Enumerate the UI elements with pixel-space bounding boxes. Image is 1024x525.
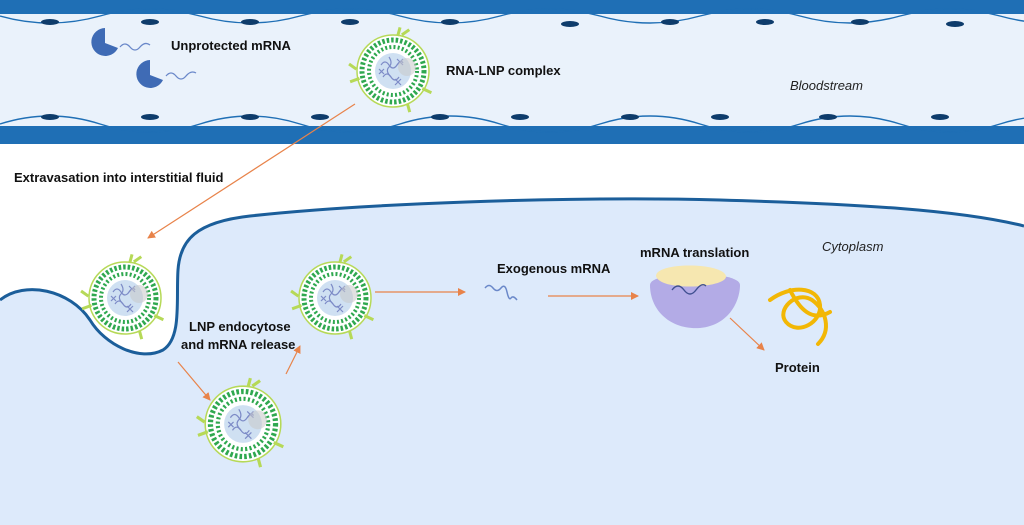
vessel-wall-bottom: [0, 126, 1024, 144]
arrow-icon: [285, 345, 301, 375]
cell-membrane: [0, 197, 1024, 356]
protein-icon: [768, 287, 832, 346]
endothelium-top: [0, 8, 1024, 24]
mrna-strand-icon: [484, 284, 518, 301]
label-bloodstream: Bloodstream: [790, 78, 863, 93]
label-exogenous-mrna: Exogenous mRNA: [497, 261, 611, 276]
blood-vessel: [0, 0, 1024, 148]
label-unprotected-mrna: Unprotected mRNA: [171, 38, 291, 53]
arrows: [147, 103, 765, 401]
label-extravasation: Extravasation into interstitial fluid: [14, 170, 224, 185]
endothelial-nuclei: [41, 19, 964, 120]
label-protein: Protein: [775, 360, 820, 375]
arrow-icon: [729, 317, 765, 351]
vessel-wall-top: [0, 0, 1024, 14]
label-cytoplasm: Cytoplasm: [822, 239, 884, 254]
arrow-icon: [177, 361, 211, 401]
nuclease-icon: [91, 28, 151, 56]
label-rna-lnp-complex: RNA-LNP complex: [446, 63, 561, 78]
nuclease-icon: [136, 60, 197, 88]
arrow-icon: [147, 103, 356, 239]
label-lnp-endocytose-line1: LNP endocytose: [189, 319, 291, 334]
ribosome-icon: [650, 265, 740, 329]
label-lnp-endocytose-line2: and mRNA release: [181, 337, 296, 352]
label-mrna-translation: mRNA translation: [640, 245, 750, 260]
endothelium-bottom: [0, 115, 1024, 133]
